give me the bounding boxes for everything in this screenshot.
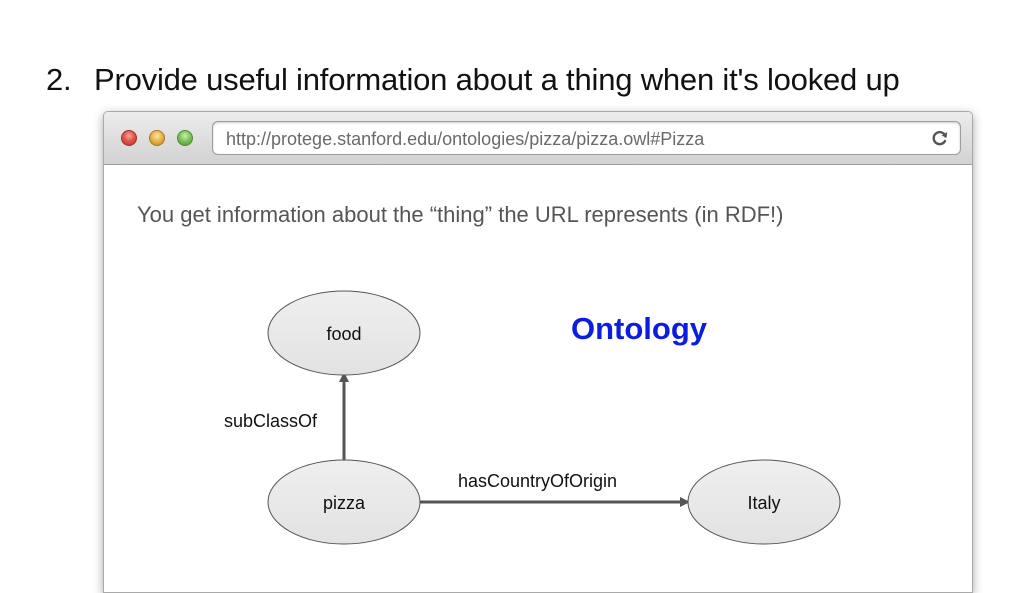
zoom-window-button[interactable] xyxy=(177,130,193,146)
pizza-node-label: pizza xyxy=(323,493,366,513)
ontology-title: Ontology xyxy=(571,311,708,346)
page-content: You get information about the “thing” th… xyxy=(104,165,972,592)
slide-number: 2. xyxy=(46,62,72,97)
slide-heading: 2. Provide useful information about a thi… xyxy=(46,62,900,98)
minimize-window-button[interactable] xyxy=(149,130,165,146)
page-description: You get information about the “thing” th… xyxy=(137,202,784,227)
ontology-diagram: food pizza Italy subClassOf hasCountryOf… xyxy=(224,290,841,545)
slide-heading-text: Provide useful information about a thing… xyxy=(94,62,900,97)
italy-node xyxy=(687,459,841,545)
close-window-button[interactable] xyxy=(121,130,137,146)
reload-icon[interactable] xyxy=(930,128,950,148)
food-node xyxy=(267,290,421,376)
address-bar[interactable]: http://protege.stanford.edu/ontologies/p… xyxy=(212,121,961,155)
url-text: http://protege.stanford.edu/ontologies/p… xyxy=(226,129,705,149)
subclassof-label: subClassOf xyxy=(224,411,318,431)
pizza-node xyxy=(267,459,421,545)
browser-window: http://protege.stanford.edu/ontologies/p… xyxy=(103,111,973,593)
hascountryoforigin-label: hasCountryOfOrigin xyxy=(458,471,617,491)
browser-titlebar: http://protege.stanford.edu/ontologies/p… xyxy=(104,112,972,165)
italy-node-label: Italy xyxy=(747,493,780,513)
food-node-label: food xyxy=(326,324,361,344)
